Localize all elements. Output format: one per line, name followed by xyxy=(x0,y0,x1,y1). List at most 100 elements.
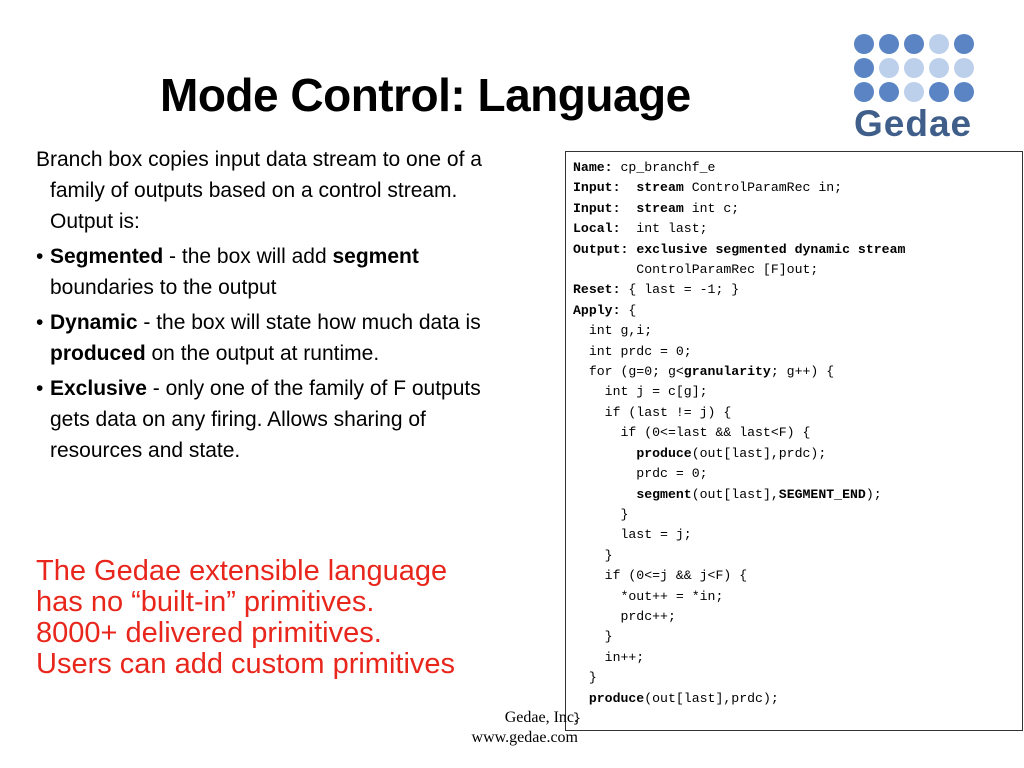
footer-company: Gedae, Inc. xyxy=(504,709,578,726)
code-keyword: segment xyxy=(636,486,692,502)
logo-dot xyxy=(879,82,899,102)
code-text xyxy=(573,487,636,502)
code-text: int g,i; xyxy=(573,323,653,339)
code-keyword: Input: xyxy=(573,200,621,216)
code-keyword: Name: xyxy=(573,160,613,175)
code-line: segment(out[last],SEGMENT_END); xyxy=(573,485,1015,505)
code-keyword: Apply: xyxy=(573,302,621,318)
code-text: } xyxy=(573,506,629,522)
code-text: ); xyxy=(865,486,882,502)
code-line: if (last != j) { xyxy=(573,403,1015,423)
code-keyword: Output: xyxy=(573,241,629,257)
code-line: Local: int last; xyxy=(573,219,1015,239)
code-text: { xyxy=(620,302,637,318)
summary-line: Users can add custom primitives xyxy=(36,648,456,680)
summary-line: The Gedae extensible language xyxy=(36,555,448,587)
bullet-text-2: boundaries to the output xyxy=(50,276,277,299)
code-line: if (0<=last && last<F) { xyxy=(573,423,1015,443)
code-line: } xyxy=(573,546,1015,566)
code-text: (out[last],prdc); xyxy=(691,445,827,461)
code-text: { last = -1; } xyxy=(620,282,740,298)
code-keyword: produce xyxy=(588,690,645,706)
code-keyword: Local: xyxy=(573,221,621,237)
bullet-mark: • xyxy=(36,311,44,334)
logo-dot xyxy=(929,34,949,54)
logo-dot xyxy=(854,34,874,54)
code-line: Reset: { last = -1; } xyxy=(573,280,1015,300)
bullet-mark: • xyxy=(36,245,44,268)
code-keyword: exclusive segmented dynamic stream xyxy=(636,241,906,257)
code-text xyxy=(573,691,589,706)
code-text: if (last != j) { xyxy=(573,404,732,420)
logo-dot xyxy=(879,58,899,78)
code-text xyxy=(620,180,636,195)
code-line: if (0<=j && j<F) { xyxy=(573,566,1015,586)
code-keyword: Reset: xyxy=(573,282,621,298)
code-line: ControlParamRec [F]out; xyxy=(573,260,1015,280)
code-line: } xyxy=(573,627,1015,647)
logo-dot xyxy=(929,58,949,78)
code-text: ControlParamRec in; xyxy=(683,180,843,196)
code-keyword: granularity xyxy=(683,364,771,380)
code-keyword: produce xyxy=(636,445,692,461)
code-keyword: SEGMENT_END xyxy=(778,486,866,502)
code-line: int j = c[g]; xyxy=(573,382,1015,402)
bullet-text: - the box will add xyxy=(163,245,333,268)
code-line: Input: stream ControlParamRec in; xyxy=(573,178,1015,198)
gedae-logo: Gedae xyxy=(854,34,984,146)
code-line: produce(out[last],prdc); xyxy=(573,444,1015,464)
code-line: Output: exclusive segmented dynamic stre… xyxy=(573,240,1015,260)
code-text: (out[last],prdc); xyxy=(644,690,779,706)
code-line: prdc = 0; xyxy=(573,464,1015,484)
code-text: if (0<=last && last<F) { xyxy=(573,425,811,441)
code-keyword: stream xyxy=(636,180,684,196)
intro-text: Branch box copies input data stream to o… xyxy=(36,148,482,233)
summary-line: has no “built-in” primitives. xyxy=(36,586,375,618)
code-line: int g,i; xyxy=(573,321,1015,341)
bullet-text: - only one of the family of F outputs ge… xyxy=(50,377,481,462)
code-text: prdc = 0; xyxy=(573,466,708,482)
bullet-term: Segmented xyxy=(50,245,164,268)
code-line: } xyxy=(573,668,1015,688)
code-text: int j = c[g]; xyxy=(573,384,708,400)
logo-dot xyxy=(954,34,974,54)
code-line: produce(out[last],prdc); xyxy=(573,689,1015,709)
logo-dot xyxy=(879,34,899,54)
red-summary: The Gedae extensible language has no “bu… xyxy=(36,556,536,680)
bullet-exclusive: •Exclusive - only one of the family of F… xyxy=(36,373,506,466)
code-line: prdc++; xyxy=(573,607,1015,627)
logo-dot xyxy=(854,82,874,102)
code-text: last = j; xyxy=(573,527,692,543)
code-text: for (g=0; g< xyxy=(573,364,684,380)
code-keyword: stream xyxy=(636,200,684,216)
code-text: int prdc = 0; xyxy=(573,343,692,359)
code-text: } xyxy=(573,710,581,726)
bullet-mark: • xyxy=(36,377,44,400)
code-line: in++; xyxy=(573,648,1015,668)
code-line: *out++ = *in; xyxy=(573,587,1015,607)
code-text: ; g++) { xyxy=(770,364,835,380)
code-text: prdc++; xyxy=(573,608,676,624)
bullet-text: - the box will state how much data is xyxy=(137,311,481,334)
description-panel: Branch box copies input data stream to o… xyxy=(36,144,506,470)
bullet-dynamic: • Dynamic - the box will state how much d… xyxy=(36,307,506,369)
code-text: in++; xyxy=(573,649,645,665)
logo-dot xyxy=(854,58,874,78)
code-text: } xyxy=(573,629,613,645)
code-text: ControlParamRec [F]out; xyxy=(573,262,819,278)
bullet-segmented: • Segmented - the box will add segment bo… xyxy=(36,241,506,303)
bullet-term-2: segment xyxy=(332,245,419,268)
footer-url: www.gedae.com xyxy=(471,729,578,746)
footer: Gedae, Inc. www.gedae.com xyxy=(472,708,578,748)
mode-bullet-list: • Segmented - the box will add segment bo… xyxy=(36,241,506,466)
bullet-text-2: on the output at runtime. xyxy=(145,342,380,365)
code-text: } xyxy=(573,670,597,686)
code-text: if (0<=j && j<F) { xyxy=(573,568,748,584)
code-line: for (g=0; g<granularity; g++) { xyxy=(573,362,1015,382)
code-line: } xyxy=(573,709,1015,729)
logo-wordmark: Gedae xyxy=(854,103,973,144)
logo-dot xyxy=(929,82,949,102)
summary-line: 8000+ delivered primitives. xyxy=(36,617,382,649)
bullet-term: Dynamic xyxy=(50,311,138,334)
